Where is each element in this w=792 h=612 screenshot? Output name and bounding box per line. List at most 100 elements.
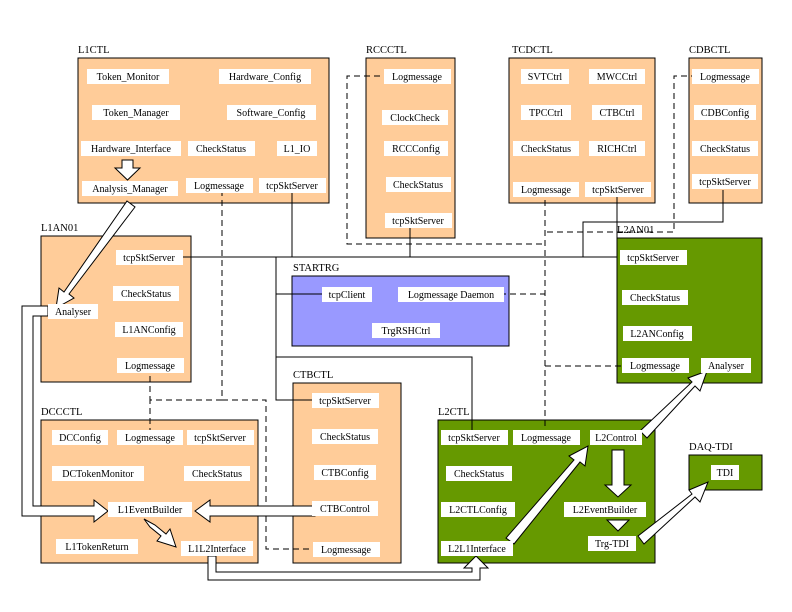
module-label-text: Hardware_Interface [91,144,172,155]
log-link-ctbctl [222,399,315,550]
module-label-text: L2Control [595,433,637,444]
tcp-link-ctbctl [275,294,473,438]
module-label-text: SVTCtrl [528,72,563,83]
dccctl-title: DCCCTL [41,407,82,418]
module-label-text: Token_Manager [103,108,169,119]
module-label-text: Logmessage [521,433,572,444]
module-label: L2ANConfig [623,326,692,341]
module-label: CDBConfig [694,105,756,120]
module-label-text: DCConfig [59,433,101,444]
module-label: TPCCtrl [521,105,571,120]
module-label-text: L1_IO [284,144,311,155]
module-label-text: CheckStatus [192,469,242,480]
module-label: Logmessage [692,69,759,84]
module-label-text: L1ANConfig [122,325,175,336]
module-label: SVTCtrl [521,69,569,84]
module-label: L1ANConfig [115,322,183,337]
module-label: Logmessage [313,542,380,557]
module-label: RCCConfig [384,141,448,156]
module-label: CheckStatus [188,141,255,156]
module-label-text: L2CTLConfig [449,505,507,516]
module-label-text: Analysis_Manager [92,184,168,195]
l2an01-title: L2AN01 [617,225,654,236]
module-label: tcpSktServer [312,393,379,408]
module-label: tcpSktServer [585,182,651,197]
module-label: CheckStatus [446,466,512,481]
module-label: L2Control [590,430,642,445]
module-label: tcpSktServer [692,174,758,189]
tcp-link-cdbctl [582,190,724,257]
module-label-text: tcpClient [329,290,366,301]
module-label-text: L2EventBuilder [573,505,638,516]
module-label: CheckStatus [513,141,579,156]
module-label: CheckStatus [622,290,688,305]
module-label-text: TPCCtrl [529,108,563,119]
module-label-text: tcpSktServer [123,253,175,264]
module-label: Logmessage [513,182,579,197]
module-label-text: Logmessage Daemon [408,290,494,301]
log-link-cdbctl [545,75,697,233]
module-label-text: L2ANConfig [630,329,683,340]
module-label: L2CTLConfig [441,502,515,517]
module-label-text: Logmessage [194,181,245,192]
module-label: Trg-TDI [588,536,636,551]
module-label-text: MWCCtrl [597,72,638,83]
module-label: Logmessage Daemon [398,287,504,302]
tcdctl-title: TCDCTL [512,45,553,56]
module-label: L2L1Interface [441,541,513,556]
module-label: L1TokenReturn [56,539,138,554]
log-link-l1ctl [149,190,223,438]
module-label-text: tcpSktServer [448,433,500,444]
module-label: CheckStatus [386,177,451,192]
startrg-title: STARTRG [293,263,340,274]
tcp-lines [182,190,724,438]
log-lines [149,75,697,550]
module-label: Logmessage [117,358,184,373]
l1ctl-title: L1CTL [78,45,110,56]
arrow-l1eb-to-l1l2 [143,518,177,548]
module-label-text: CheckStatus [121,289,171,300]
module-label: L1L2Interface [181,541,253,556]
module-label-text: RCCConfig [392,144,440,155]
module-label-text: TDI [717,468,734,479]
arrow-l2l1-to-l2control [505,445,589,545]
module-label-text: CTBCtrl [599,108,634,119]
module-label-text: CheckStatus [196,144,246,155]
module-label-text: Logmessage [321,545,372,556]
module-label: Hardware_Interface [81,141,181,156]
module-label-text: L1L2Interface [188,544,246,555]
module-label: tcpSktServer [116,250,183,265]
arrow-l2control-to-l2analyser [639,370,708,439]
arrow-l2eb-to-trgtdi [605,519,631,532]
module-label: CheckStatus [113,286,179,301]
arrow-hwif-to-analysis [113,159,142,181]
module-label: Logmessage [622,358,689,373]
arrow-analyser-to-l1eb [21,305,109,524]
module-label-text: Logmessage [521,185,572,196]
module-label: DCTokenMonitor [52,466,144,481]
module-label: Logmessage [513,430,580,445]
ctbctl-title: CTBCTL [293,370,333,381]
module-label-text: Logmessage [630,361,681,372]
module-label: Token_Monitor [87,69,169,84]
module-label-text: CheckStatus [521,144,571,155]
module-label-text: CDBConfig [701,108,749,119]
module-label: CheckStatus [692,141,758,156]
module-label-text: CheckStatus [320,432,370,443]
module-label-text: Logmessage [125,433,176,444]
module-label-text: L1EventBuilder [118,505,183,516]
module-label: Analysis_Manager [82,181,178,196]
module-label: DCConfig [52,430,108,445]
module-label-text: ClockCheck [390,113,439,124]
module-label: TDI [711,465,739,480]
module-label: CTBCtrl [592,105,642,120]
l2ctl-title: L2CTL [438,407,470,418]
module-label-text: Logmessage [392,72,443,83]
arrow-ctbcontrol-to-l1eb [194,499,316,523]
arrow-analysis-to-analyser [55,200,136,309]
module-label-text: CheckStatus [393,180,443,191]
module-label: Token_Manager [92,105,180,120]
module-label-text: Hardware_Config [229,72,301,83]
arrow-trgtdi-to-tdi [637,481,709,545]
